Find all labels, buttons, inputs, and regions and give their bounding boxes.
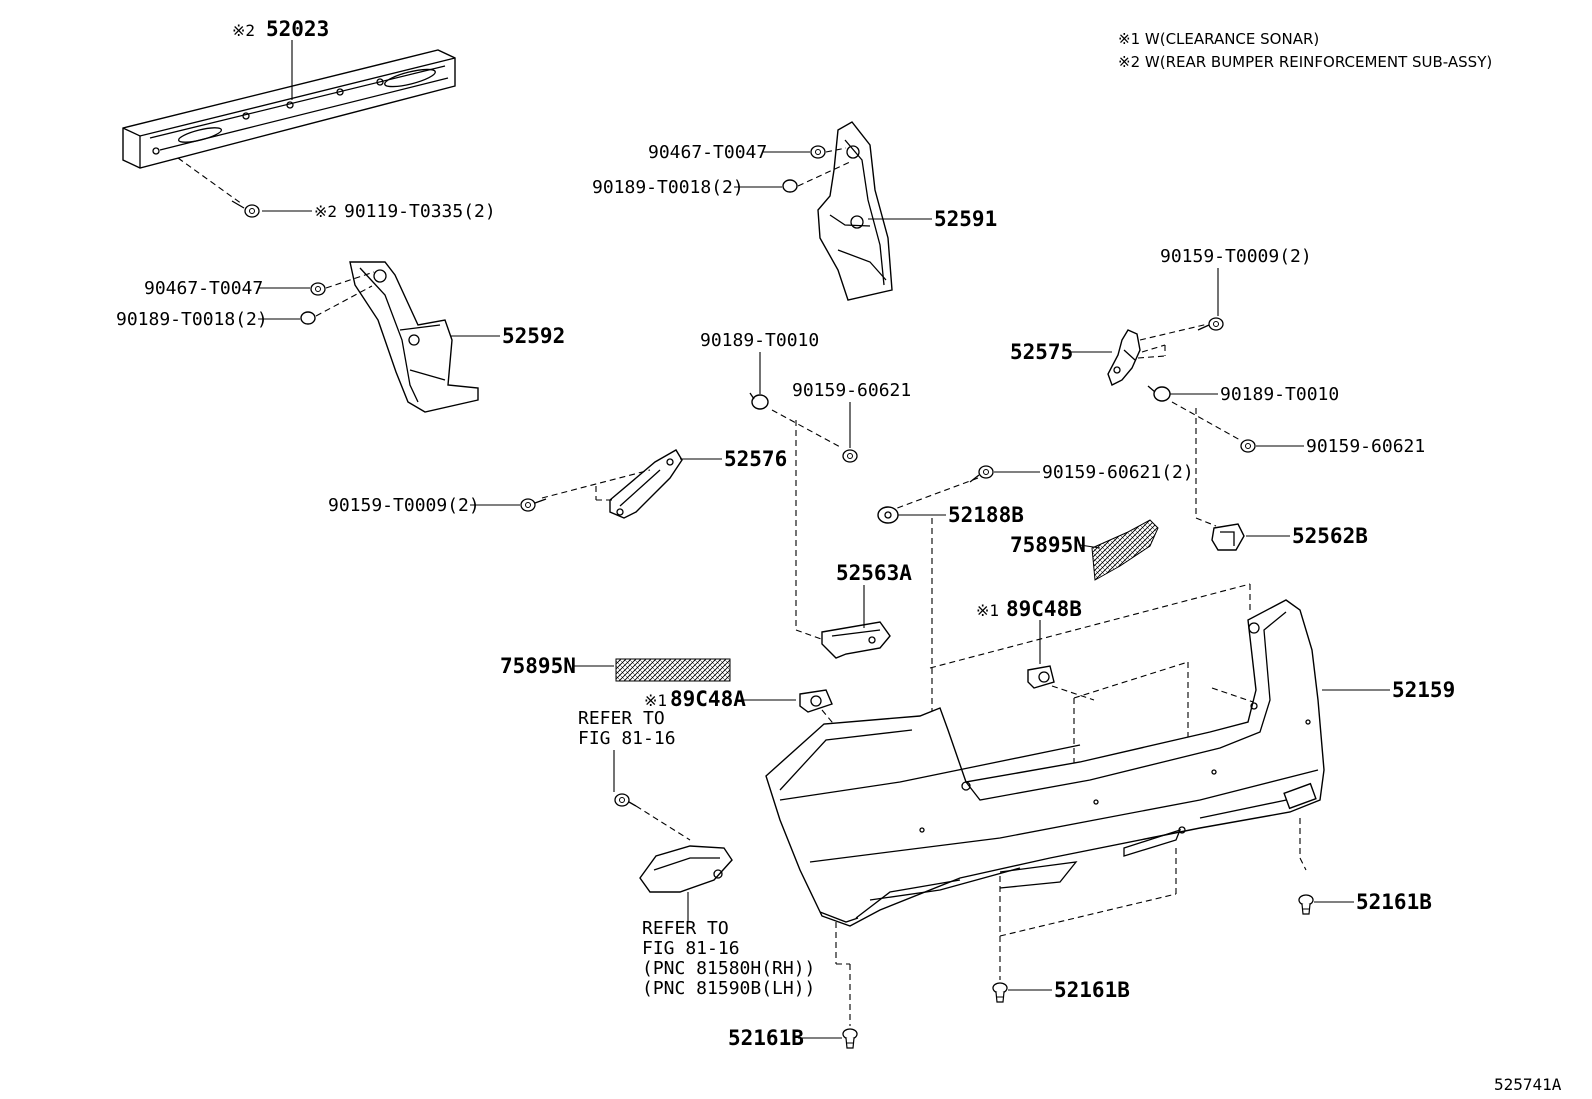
bolt-90159-t0009-a [1197,317,1224,331]
label-90467-b: 90467-T0047 [144,278,263,299]
label-90159-t0009-b: 90159-T0009(2) [328,495,480,516]
note-reinforcement: ※2 W(REAR BUMPER REINFORCEMENT SUB-ASSY) [1118,53,1492,71]
pad-75895n-a [1091,519,1159,581]
pad-75895n-b [615,658,731,682]
bolt-90119 [231,200,260,218]
label-90189-a: 90189-T0018(2) [592,177,744,198]
label-52161b-b: 52161B [1054,978,1130,1002]
label-52159: 52159 [1392,678,1455,702]
label-52592: 52592 [502,324,565,348]
label-75895n-a: 75895N [1010,533,1086,557]
label-89c48a: 89C48A [670,687,746,711]
label-89c48a-mark: ※1 [644,691,667,710]
sensor-89c48b [1027,665,1055,689]
label-90189-t0010-b: 90189-T0010 [1220,384,1339,405]
bolt-90159-60621-c [969,465,994,483]
label-52188b: 52188B [948,503,1024,527]
note-clearance-sonar: ※1 W(CLEARANCE SONAR) [1118,30,1319,48]
label-52161b-c: 52161B [728,1026,804,1050]
part-52562b-retainer [1211,523,1245,551]
label-90159-60621-c: 90159-60621(2) [1042,462,1194,483]
label-90159-60621-b: 90159-60621 [1306,436,1425,457]
part-52592-bracket [349,261,479,413]
label-90159-t0009-a: 90159-T0009(2) [1160,246,1312,267]
clip-90467-a [810,145,826,159]
clip-52188b [877,506,899,524]
label-52563a: 52563A [836,561,912,585]
part-52591-bracket [817,121,893,301]
clip-90189-t0010-b [1147,385,1171,402]
clip-52161b-a [1298,894,1314,915]
refer-lower-line4: (PNC 81590B(LH)) [642,978,815,999]
bolt-90159-60621-b [1240,439,1256,453]
part-52563a-retainer [821,621,891,659]
label-75895n-b: 75895N [500,654,576,678]
refer-lower-line2: FIG 81-16 [642,938,740,959]
label-90119-mark: ※2 [314,202,337,221]
label-90189-t0010-a: 90189-T0010 [700,330,819,351]
refer-lower-line3: (PNC 81580H(RH)) [642,958,815,979]
label-52575: 52575 [1010,340,1073,364]
part-52575-bracket [1107,329,1141,386]
clip-52161b-c [842,1028,858,1049]
label-89c48b: 89C48B [1006,597,1082,621]
nut-90189-a [782,179,798,193]
label-52576: 52576 [724,447,787,471]
label-52161b-a: 52161B [1356,890,1432,914]
part-52159-bumper-cover [765,599,1325,927]
bolt-90159-t0009-b [520,498,547,512]
label-52023: 52023 [266,17,329,41]
refer-upper-line1: REFER TO [578,708,665,729]
refer-upper-line2: FIG 81-16 [578,728,676,749]
label-90159-60621-a: 90159-60621 [792,380,911,401]
label-52562b: 52562B [1292,524,1368,548]
clip-90467-b [310,282,326,296]
part-52576-bracket [609,449,683,519]
refer-lower-line1: REFER TO [642,918,729,939]
label-90189-b: 90189-T0018(2) [116,309,268,330]
label-90467-a: 90467-T0047 [648,142,767,163]
bolt-reflector [614,793,637,807]
sensor-89c48a [799,689,833,713]
label-89c48b-mark: ※1 [976,601,999,620]
label-52023-mark: ※2 [232,21,255,40]
nut-90189-b [300,311,316,325]
bolt-90159-60621-a [842,449,858,463]
clip-52161b-b [992,982,1008,1003]
label-90119: 90119-T0335(2) [344,201,496,222]
reflector-lamp [639,845,733,893]
part-52023-reinforcement [122,49,456,169]
clip-90189-t0010-a [749,392,769,410]
label-52591: 52591 [934,207,997,231]
figure-id: 525741A [1494,1075,1562,1094]
